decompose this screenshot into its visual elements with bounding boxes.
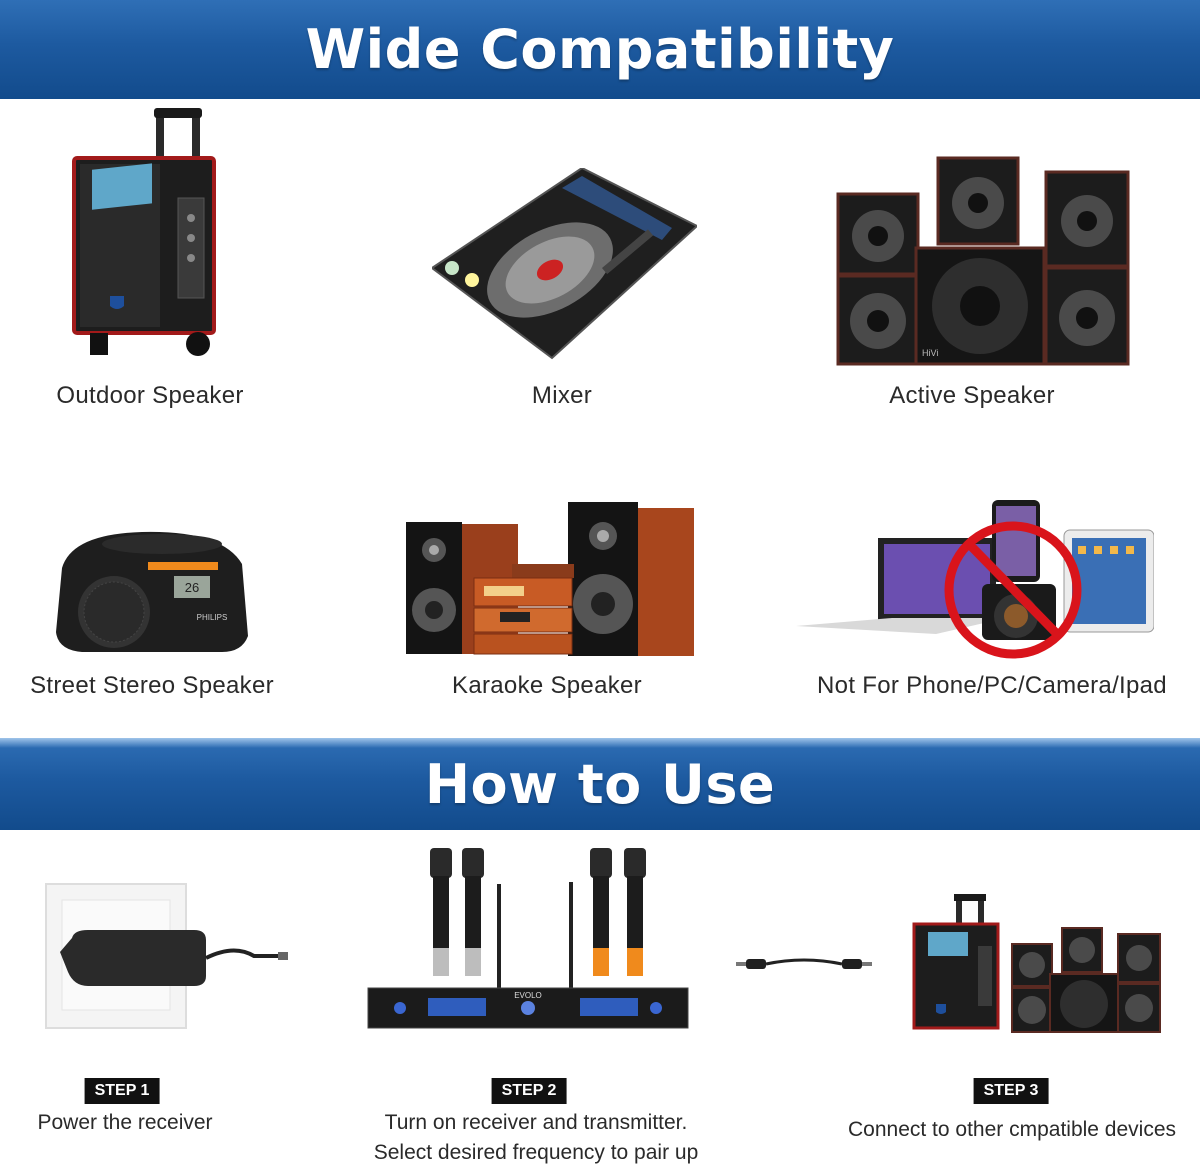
step-2-text: Turn on receiver and transmitter. Select… — [374, 1108, 699, 1168]
step-1-text: Power the receiver — [37, 1108, 212, 1138]
hifi-system-icon — [406, 502, 694, 656]
audio-cable-icon — [736, 958, 872, 969]
device-label-outdoor-speaker: Outdoor Speaker — [56, 382, 244, 409]
speaker-brand-mark: HiVi — [922, 348, 938, 358]
compatibility-banner: Wide Compatibility — [0, 0, 1200, 99]
device-label-mixer: Mixer — [531, 382, 593, 409]
device-label-not-for-devices: Not For Phone/PC/Camera/Ipad — [817, 672, 1167, 699]
step-1-text-line-1: Power the receiver — [37, 1111, 213, 1134]
step-2-text-line-2: Select desired frequency to pair up — [373, 1141, 699, 1164]
step-2-badge: STEP 2 — [491, 1078, 567, 1104]
compatibility-title: Wide Compatibility — [305, 18, 895, 81]
boombox-brand: PHILIPS — [197, 613, 228, 622]
how-to-use-banner: How to Use — [0, 738, 1200, 830]
step-1-badge: STEP 1 — [84, 1078, 160, 1104]
wireless-mic-receiver-icon: EVOLO — [367, 848, 689, 1029]
boombox-display: 26 — [185, 580, 199, 595]
device-label-street-stereo-speaker: Street Stereo Speaker — [30, 672, 274, 699]
dj-mixer-icon — [432, 168, 697, 360]
step-3-text: Connect to other cmpatible devices — [848, 1115, 1176, 1145]
speaker-set-icon: HiVi — [836, 156, 1130, 366]
device-label-karaoke-speaker: Karaoke Speaker — [452, 672, 642, 699]
prohibited-devices-icon — [796, 500, 1154, 659]
speaker-bundle-icon — [912, 894, 1161, 1033]
trolley-speaker-icon — [72, 108, 216, 356]
power-adapter-icon — [45, 883, 288, 1029]
device-label-active-speaker: Active Speaker — [889, 382, 1055, 409]
receiver-brand: EVOLO — [514, 991, 542, 1000]
step-3-text-line-1: Connect to other cmpatible devices — [847, 1118, 1177, 1141]
step-2-text-line-1: Turn on receiver and transmitter. — [384, 1111, 688, 1134]
how-to-use-title: How to Use — [424, 752, 776, 816]
step-3-badge: STEP 3 — [973, 1078, 1049, 1104]
boombox-icon: 26 PHILIPS — [56, 531, 248, 652]
